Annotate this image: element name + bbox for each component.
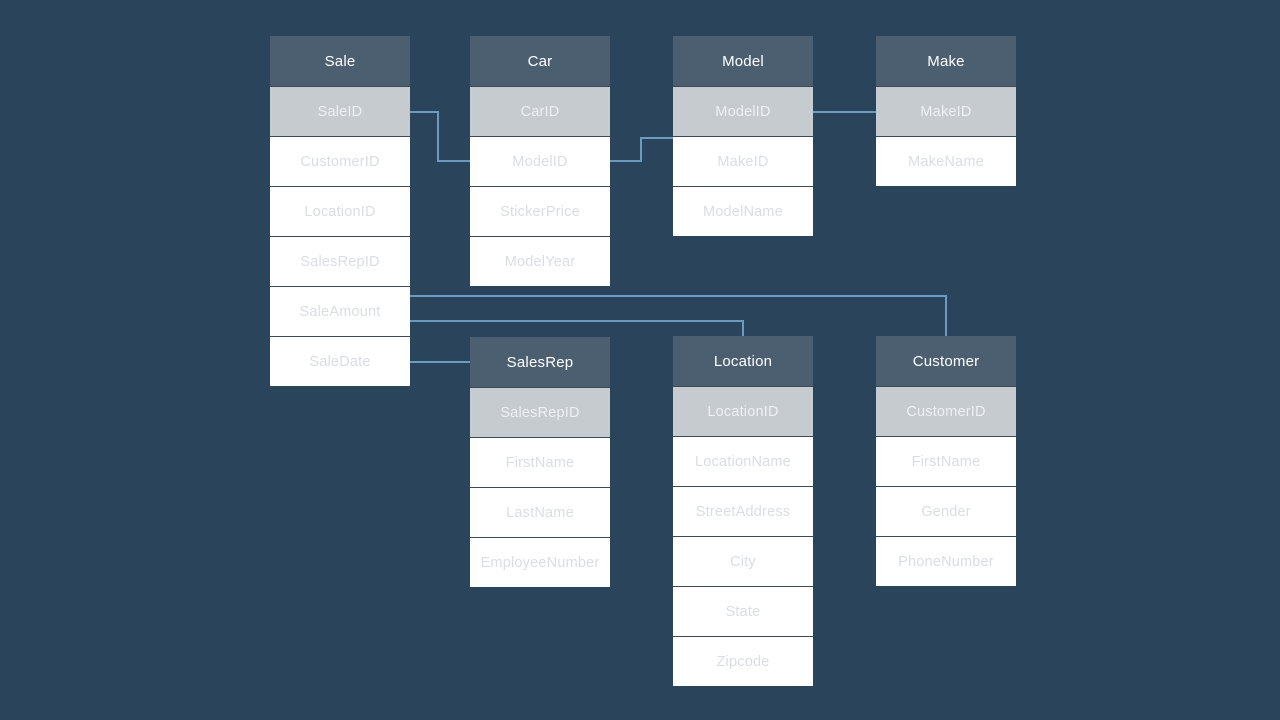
- field-row[interactable]: SaleAmount: [270, 286, 410, 336]
- table-title-salesrep: SalesRep: [470, 337, 610, 387]
- field-row[interactable]: MakeID: [673, 136, 813, 186]
- table-title-model: Model: [673, 36, 813, 86]
- primary-key-row-model[interactable]: ModelID: [673, 86, 813, 136]
- connector-sale-customer-seg1: [406, 295, 947, 297]
- field-row[interactable]: EmployeeNumber: [470, 537, 610, 587]
- field-row[interactable]: SaleDate: [270, 336, 410, 386]
- table-title-car: Car: [470, 36, 610, 86]
- connector-sale-car-seg3: [437, 160, 472, 162]
- field-row[interactable]: ModelID: [470, 136, 610, 186]
- primary-key-row-customer[interactable]: CustomerID: [876, 386, 1016, 436]
- field-row[interactable]: PhoneNumber: [876, 536, 1016, 586]
- table-title-sale: Sale: [270, 36, 410, 86]
- field-row[interactable]: City: [673, 536, 813, 586]
- field-row[interactable]: SalesRepID: [270, 236, 410, 286]
- table-title-customer: Customer: [876, 336, 1016, 386]
- field-row[interactable]: ModelName: [673, 186, 813, 236]
- connector-car-model-seg2: [640, 137, 642, 162]
- primary-key-row-location[interactable]: LocationID: [673, 386, 813, 436]
- field-row[interactable]: State: [673, 586, 813, 636]
- connector-sale-customer-seg2: [945, 295, 947, 339]
- field-row[interactable]: Gender: [876, 486, 1016, 536]
- field-row[interactable]: StickerPrice: [470, 186, 610, 236]
- field-row[interactable]: FirstName: [470, 437, 610, 487]
- connector-sale-location-seg1: [406, 320, 744, 322]
- table-title-make: Make: [876, 36, 1016, 86]
- connector-car-model-seg1: [606, 160, 642, 162]
- field-row[interactable]: Zipcode: [673, 636, 813, 686]
- connector-sale-salesrep: [406, 361, 474, 363]
- primary-key-row-salesrep[interactable]: SalesRepID: [470, 387, 610, 437]
- field-row[interactable]: LastName: [470, 487, 610, 537]
- field-row[interactable]: StreetAddress: [673, 486, 813, 536]
- primary-key-row-make[interactable]: MakeID: [876, 86, 1016, 136]
- connector-sale-car-seg1: [404, 111, 439, 113]
- field-row[interactable]: ModelYear: [470, 236, 610, 286]
- connector-car-model-seg3: [640, 137, 675, 139]
- field-row[interactable]: CustomerID: [270, 136, 410, 186]
- field-row[interactable]: MakeName: [876, 136, 1016, 186]
- field-row[interactable]: LocationID: [270, 186, 410, 236]
- primary-key-row-sale[interactable]: SaleID: [270, 86, 410, 136]
- field-row[interactable]: FirstName: [876, 436, 1016, 486]
- primary-key-row-car[interactable]: CarID: [470, 86, 610, 136]
- field-row[interactable]: LocationName: [673, 436, 813, 486]
- connector-model-make: [809, 111, 879, 113]
- table-title-location: Location: [673, 336, 813, 386]
- connector-sale-location-seg2: [742, 320, 744, 340]
- connector-sale-car-seg2: [437, 111, 439, 162]
